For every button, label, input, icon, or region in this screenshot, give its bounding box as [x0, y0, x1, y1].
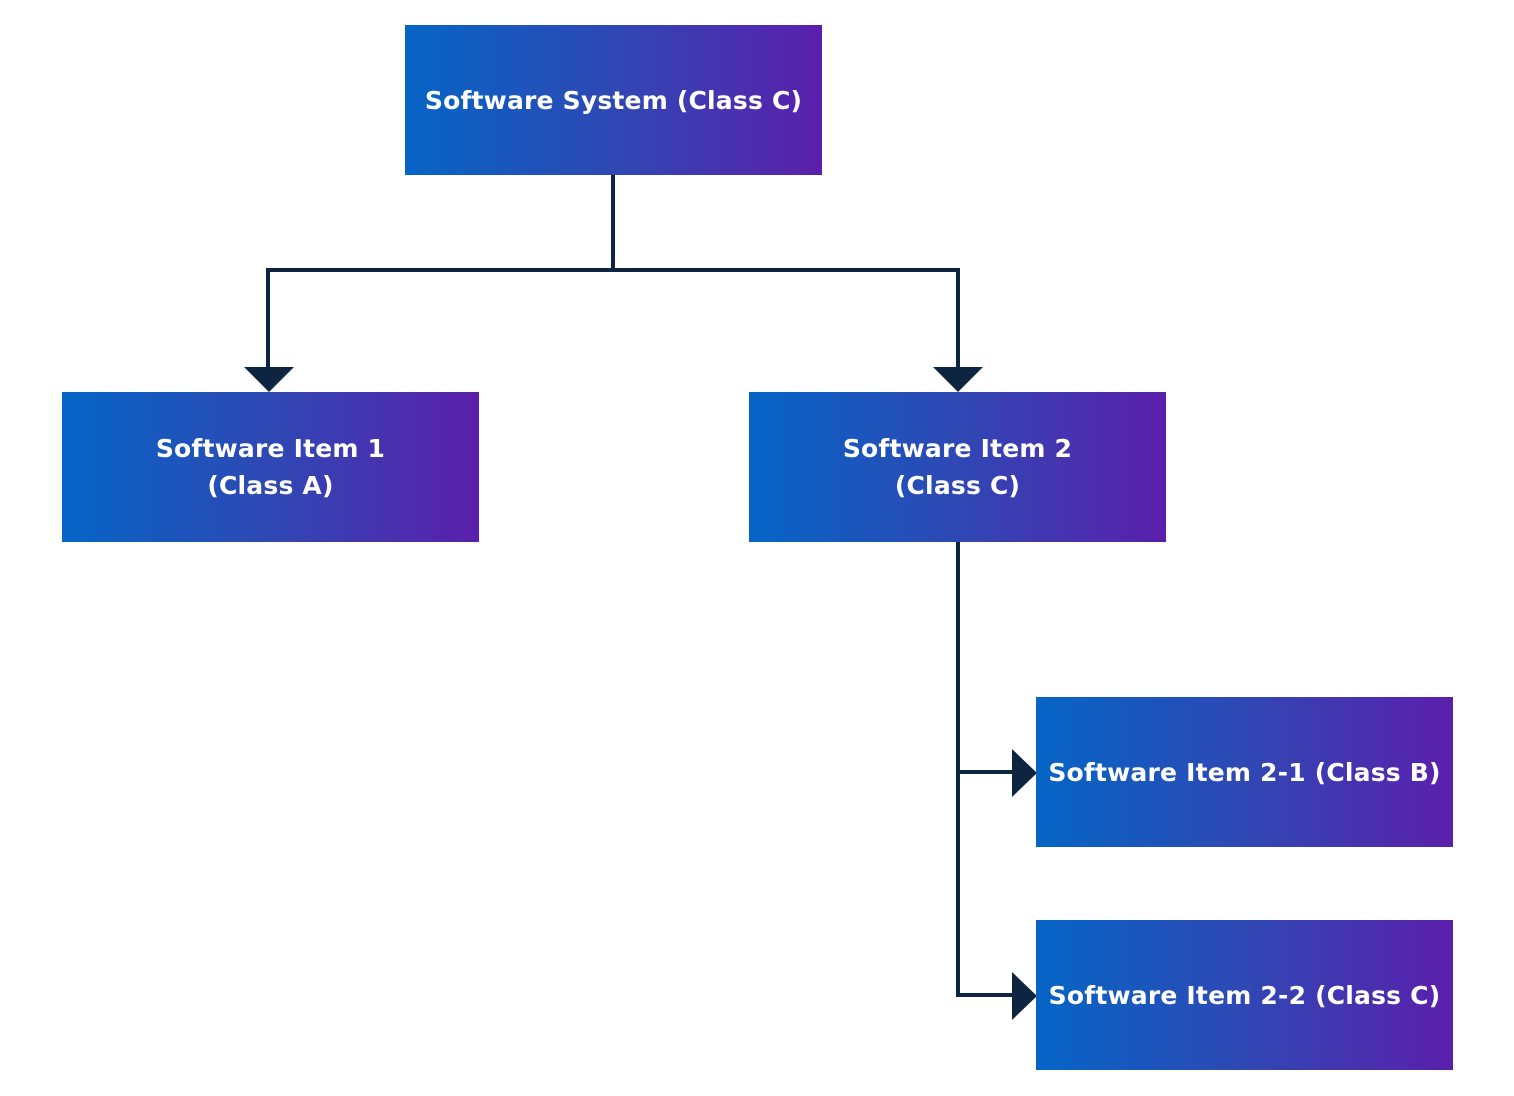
node-software-system[interactable]: Software System (Class C): [405, 25, 822, 175]
node-label-line: Software Item 2-1 (Class B): [1048, 757, 1441, 787]
node-software-item-2-2[interactable]: Software Item 2-2 (Class C): [1036, 920, 1453, 1070]
arrowhead-item2-1: [1012, 749, 1037, 797]
node-label-line: (Class A): [207, 471, 334, 500]
arrowhead-item1: [244, 367, 294, 392]
node-software-item-2-1[interactable]: Software Item 2-1 (Class B): [1036, 697, 1453, 847]
arrowhead-item2-2: [1012, 972, 1037, 1020]
node-label-line: Software Item 1: [155, 434, 386, 463]
node-label-line: Software System (Class C): [424, 85, 803, 115]
node-label-line: Software Item 2-2 (Class C): [1048, 980, 1441, 1010]
node-label-line: Software Item 2: [842, 434, 1073, 463]
node-label-line: (Class C): [894, 471, 1021, 500]
arrowhead-item2: [933, 367, 983, 392]
node-software-item-1[interactable]: Software Item 1 (Class A): [62, 392, 479, 542]
node-software-item-2[interactable]: Software Item 2 (Class C): [749, 392, 1166, 542]
